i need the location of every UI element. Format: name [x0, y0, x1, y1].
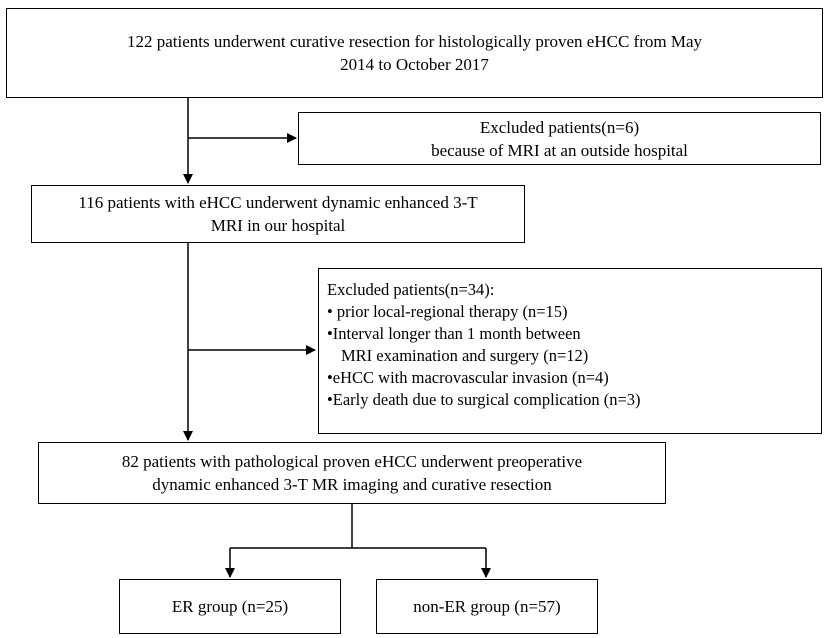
initial-cohort-box: 122 patients underwent curative resectio…: [6, 8, 823, 98]
mri-cohort-line2: MRI in our hospital: [210, 216, 346, 235]
non-er-group-label: non-ER group (n=57): [413, 597, 561, 616]
excluded-item-early-death: •Early death due to surgical complicatio…: [327, 390, 641, 409]
excluded-item-interval-cont: MRI examination and surgery (n=12): [341, 346, 589, 365]
initial-cohort-line2: 2014 to October 2017: [340, 55, 489, 74]
excluded-criteria-box: Excluded patients(n=34): • prior local-r…: [318, 268, 822, 434]
final-cohort-box: 82 patients with pathological proven eHC…: [38, 442, 666, 504]
excluded-outside-line2: because of MRI at an outside hospital: [431, 140, 688, 160]
final-cohort-line1: 82 patients with pathological proven eHC…: [121, 452, 583, 471]
excluded-outside-hospital-box: Excluded patients(n=6) because of MRI at…: [298, 112, 821, 165]
final-cohort-line2: dynamic enhanced 3-T MR imaging and cura…: [152, 475, 552, 494]
excluded-outside-line1: Excluded patients(n=6): [479, 117, 640, 137]
excluded-item-macrovascular: •eHCC with macrovascular invasion (n=4): [327, 368, 609, 387]
non-er-group-box: non-ER group (n=57): [376, 579, 598, 634]
excluded-criteria-title: Excluded patients(n=34):: [327, 280, 495, 299]
mri-cohort-box: 116 patients with eHCC underwent dynamic…: [31, 185, 525, 243]
mri-cohort-line1: 116 patients with eHCC underwent dynamic…: [78, 193, 478, 212]
excluded-item-interval: •Interval longer than 1 month between: [327, 324, 581, 343]
initial-cohort-line1: 122 patients underwent curative resectio…: [126, 32, 702, 51]
er-group-label: ER group (n=25): [171, 597, 289, 616]
er-group-box: ER group (n=25): [119, 579, 341, 634]
excluded-item-prior-therapy: • prior local-regional therapy (n=15): [327, 302, 568, 321]
